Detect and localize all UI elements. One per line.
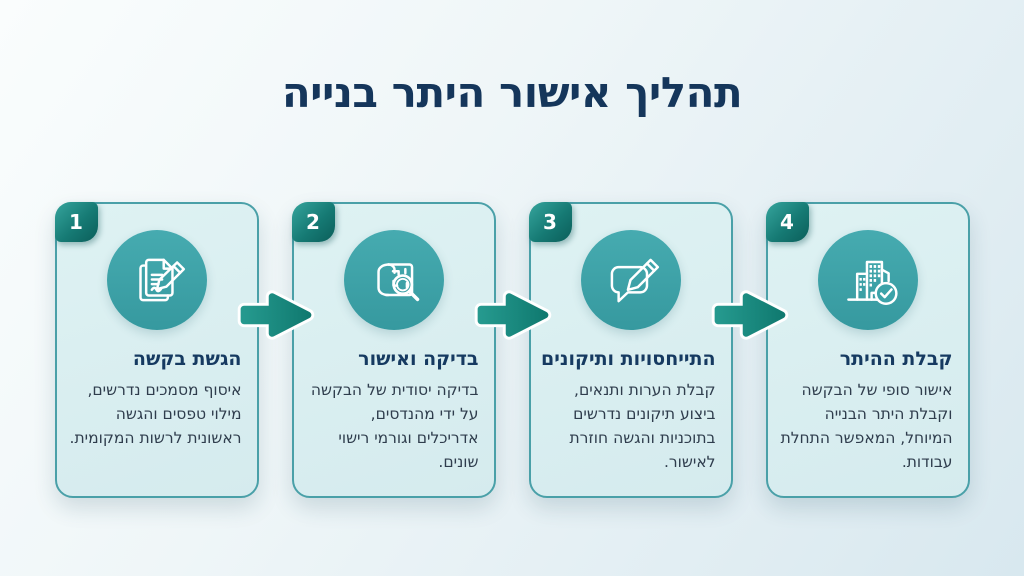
- step-icon-circle: [817, 230, 918, 330]
- steps-row: 1 הגשת בקשה איסוף מסמכים נדרשים, מילוי ט…: [0, 202, 1024, 498]
- step-title: קבלת ההיתר: [839, 348, 953, 370]
- flow-arrow-3: [711, 290, 789, 340]
- blueprint-magnifier-icon: [376, 263, 419, 302]
- step-description: בדיקה יסודית של הבקשה על ידי מהנדסים, אד…: [310, 380, 479, 471]
- flow-arrow-2: [474, 290, 552, 340]
- step-icon-circle: [343, 230, 444, 330]
- step-description: אישור סופי של הבקשה וקבלת היתר הבנייה המ…: [780, 380, 953, 471]
- step-icon-circle: [106, 230, 207, 330]
- step-title: בדיקה ואישור: [358, 348, 479, 370]
- step-title: התייחסויות ותיקונים: [541, 348, 716, 370]
- step-title: הגשת בקשה: [132, 348, 242, 370]
- step-description: קבלת הערות ותנאים, ביצוע תיקונים נדרשים …: [569, 380, 716, 471]
- step-card-2: 2 בדיקה ואישור בדיקה יסודית של הבקשה על …: [291, 202, 496, 498]
- building-check-icon: [846, 260, 898, 305]
- comment-pencil-icon: [610, 258, 659, 303]
- step-number-badge: 1: [54, 202, 98, 242]
- step-number-badge: 2: [291, 202, 335, 242]
- flow-arrow-1: [237, 290, 315, 340]
- step-card-4: 4: [765, 202, 970, 498]
- step-number-badge: 3: [528, 202, 572, 242]
- page-title: תהליך אישור היתר בנייה: [281, 68, 743, 118]
- step-card-1: 1 הגשת בקשה איסוף מסמכים נדרשים, מילוי ט…: [54, 202, 259, 498]
- step-number-badge: 4: [765, 202, 809, 242]
- step-description: איסוף מסמכים נדרשים, מילוי טפסים והגשה ר…: [69, 380, 242, 447]
- step-card-3: 3 התייחסויות ותיקונים קבלת הערות ותנאים,…: [528, 202, 733, 498]
- step-icon-circle: [580, 230, 681, 330]
- document-pencil-icon: [138, 258, 185, 302]
